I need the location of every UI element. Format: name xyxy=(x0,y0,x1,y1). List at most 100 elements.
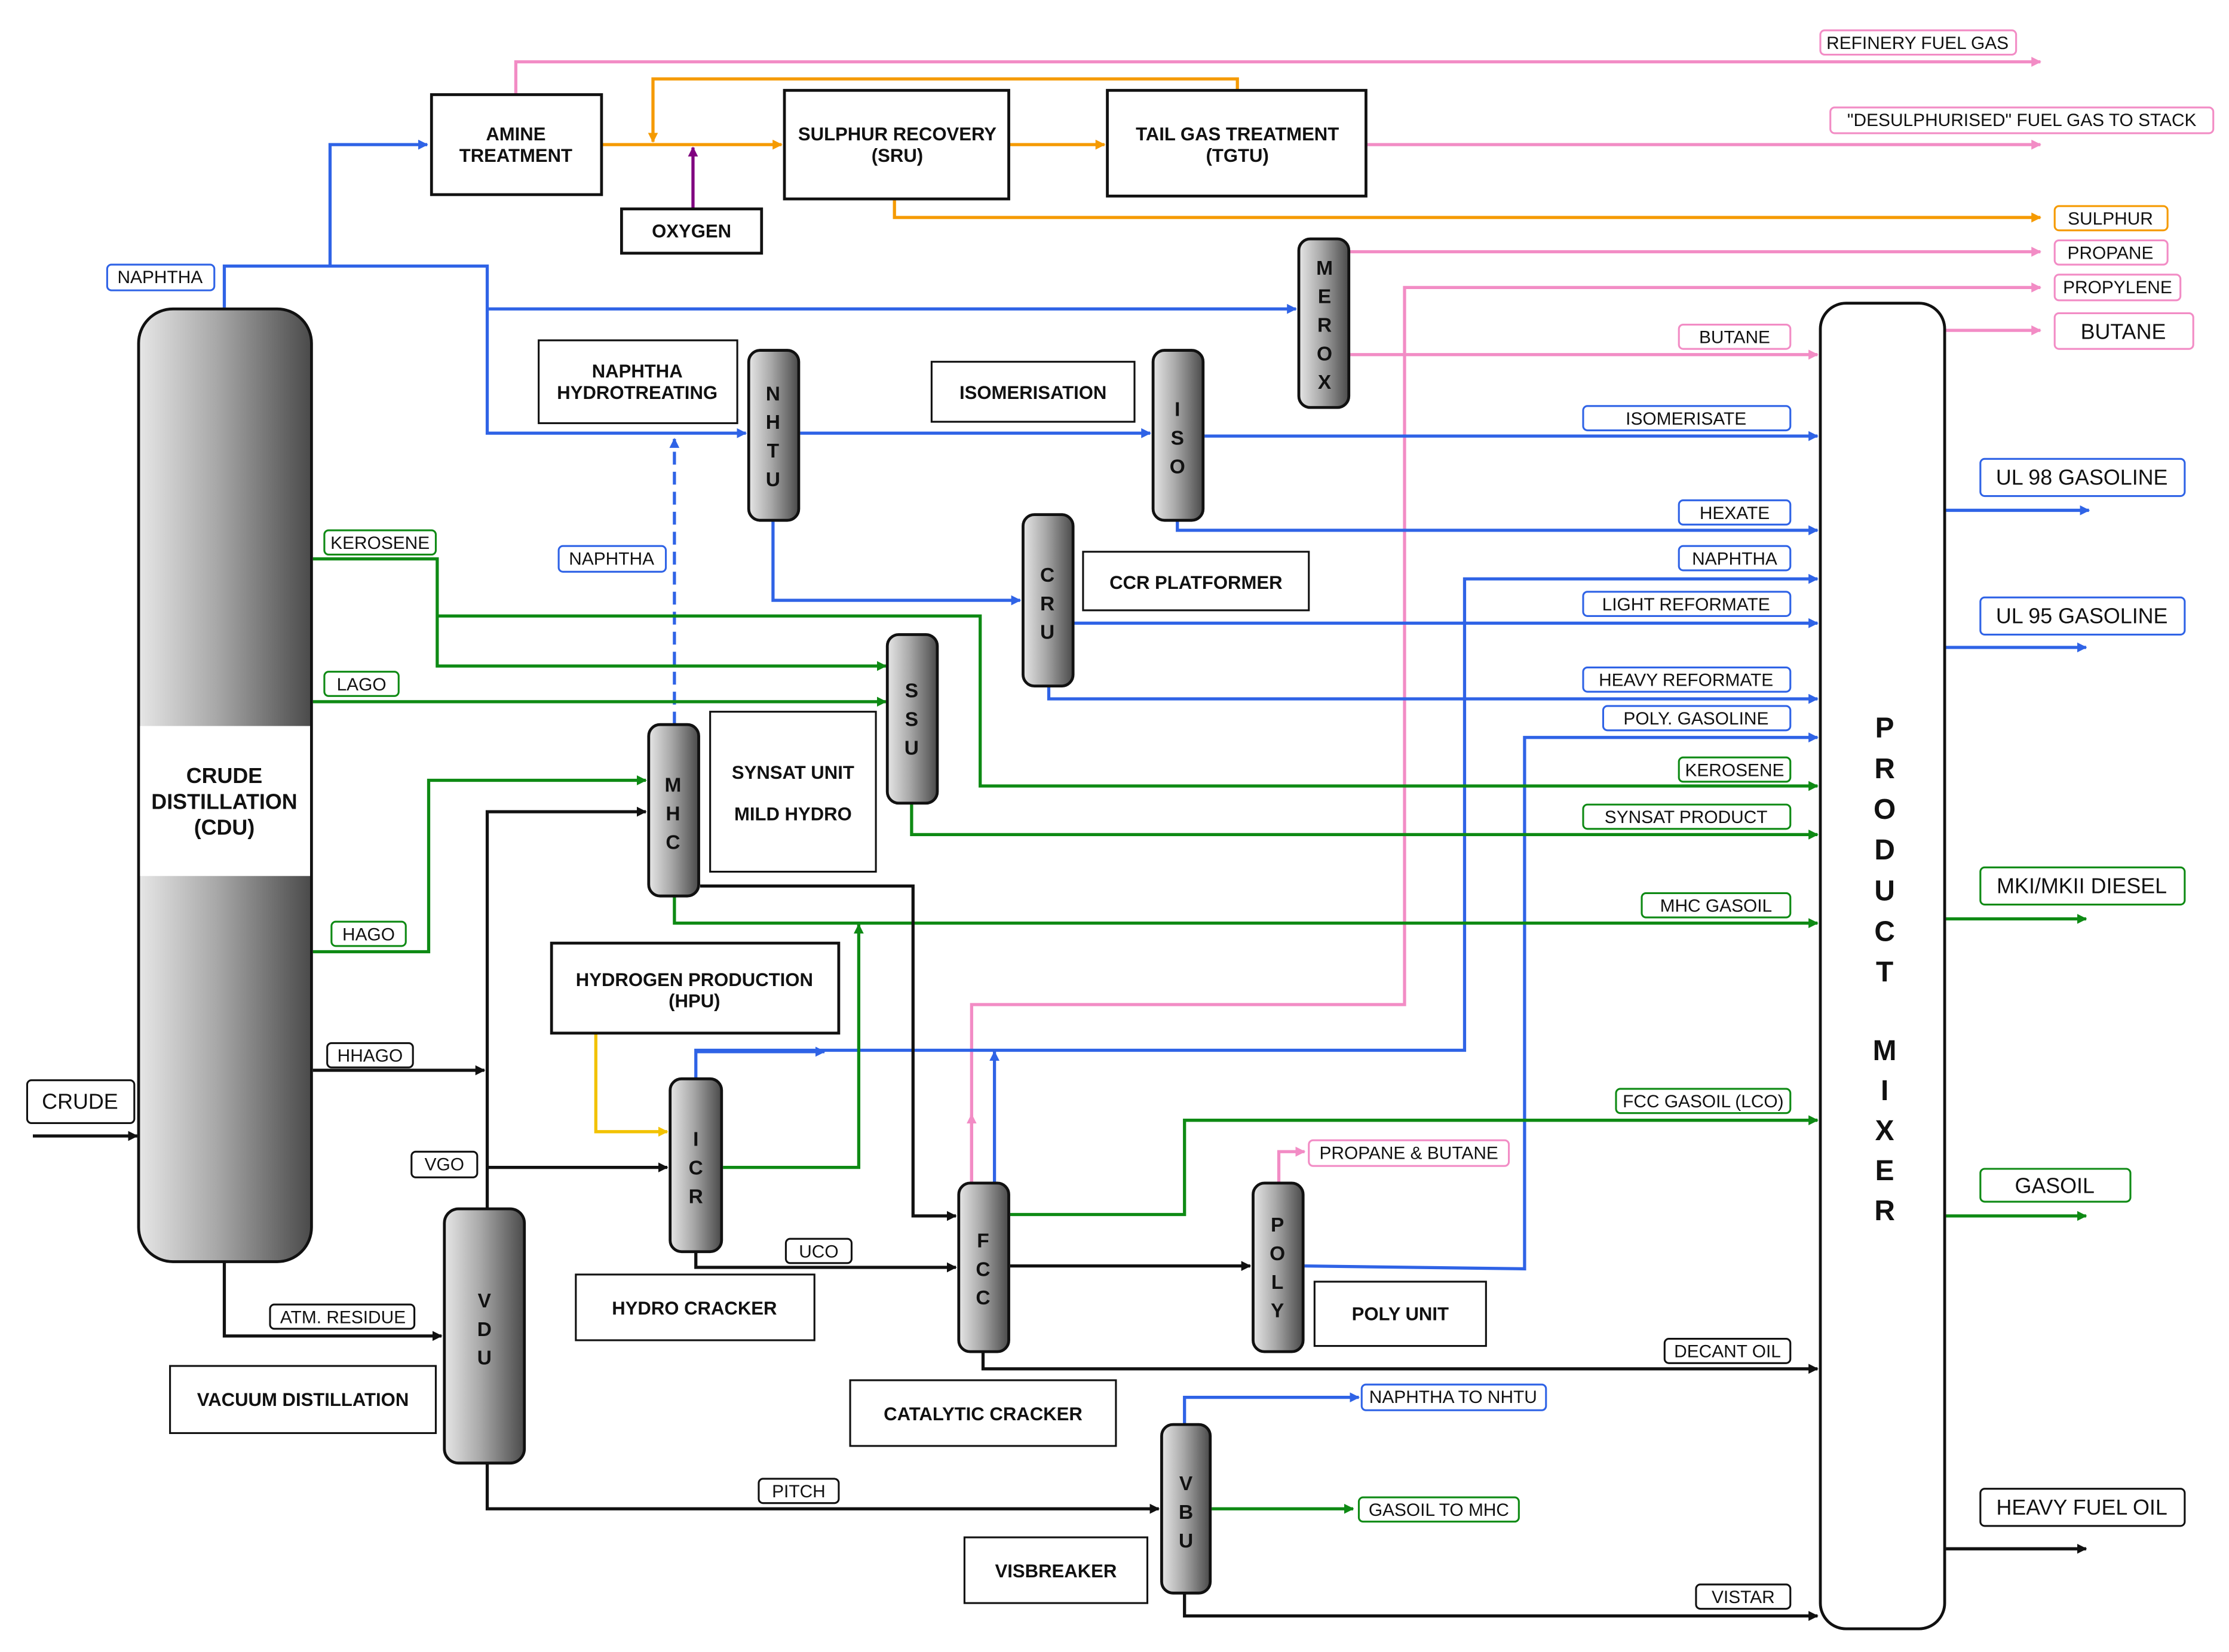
naphtha-top-line xyxy=(222,264,747,438)
refinery-fuel-gas-line xyxy=(514,57,2041,95)
poly-unit-box: POLY UNIT xyxy=(1313,1281,1487,1347)
sulphur-line xyxy=(893,200,2041,223)
synsat-label-2: MILD HYDRO xyxy=(734,803,852,824)
propylene-tag-text: PROPYLENE xyxy=(2063,278,2172,297)
hydro-cracker-label: HYDRO CRACKER xyxy=(612,1298,777,1319)
light-reformate-tag: LIGHT REFORMATE xyxy=(1582,591,1792,617)
hfo-tag-text: HEAVY FUEL OIL xyxy=(1996,1496,2167,1519)
icr-gasoil-line xyxy=(723,923,864,1169)
synsat-label-1: SYNSAT UNIT xyxy=(732,762,854,783)
lago-tag-text: LAGO xyxy=(337,675,387,695)
desulph-gas-tag: "DESULPHURISED" FUEL GAS TO STACK xyxy=(1829,106,2215,134)
kerosene-mixer-tag: KEROSENE xyxy=(1678,756,1792,783)
kerosene-left-tag: KEROSENE xyxy=(323,529,437,556)
propylene-line xyxy=(970,282,2041,1183)
vdu-to-mhc-line xyxy=(485,806,647,1209)
hago-line xyxy=(312,775,647,954)
amine-label-1: AMINE xyxy=(486,124,545,145)
catalytic-cracker-label: CATALYTIC CRACKER xyxy=(884,1404,1083,1424)
atm-residue-tag-text: ATM. RESIDUE xyxy=(280,1307,406,1327)
vacuum-distillation-label: VACUUM DISTILLATION xyxy=(197,1389,409,1410)
heavy-reformate-tag-text: HEAVY REFORMATE xyxy=(1599,671,1773,690)
vgo-tag: VGO xyxy=(410,1150,479,1178)
kerosene-left-tag-text: KEROSENE xyxy=(330,533,430,553)
oxygen-box: OXYGEN xyxy=(620,207,764,255)
sulphur-tag: SULPHUR xyxy=(2053,205,2169,232)
fcc-gasoil-tag: FCC GASOIL (LCO) xyxy=(1615,1088,1792,1114)
hpu-label-1: HYDROGEN PRODUCTION xyxy=(576,969,813,990)
gasoil-to-mhc-tag: GASOIL TO MHC xyxy=(1357,1496,1520,1523)
kerosene-mixer-tag-text: KEROSENE xyxy=(1685,760,1784,780)
kerosene-mixer-line xyxy=(437,614,1819,791)
isomerisate-tag: ISOMERISATE xyxy=(1582,405,1792,432)
synsat-product-tag: SYNSAT PRODUCT xyxy=(1582,803,1792,830)
naphtha-mid-tag-text: NAPHTHA xyxy=(569,549,654,569)
visbreaker-label: VISBREAKER xyxy=(995,1561,1117,1582)
poly-gasoline-line xyxy=(1304,732,1819,1271)
ul98-tag: UL 98 GASOLINE xyxy=(1979,457,2186,498)
isomerisate-tag-text: ISOMERISATE xyxy=(1626,409,1746,429)
naphtha-mixer-tag: NAPHTHA xyxy=(1678,545,1792,572)
naphtha-to-amine-line xyxy=(328,139,428,266)
catalytic-cracker-box: CATALYTIC CRACKER xyxy=(849,1379,1117,1447)
mhc-gasoil-tag-text: MHC GASOIL xyxy=(1660,896,1773,916)
poly-gasoline-tag: POLY. GASOLINE xyxy=(1602,705,1792,732)
sulphur-tag-text: SULPHUR xyxy=(2068,209,2153,229)
ccr-label: CCR PLATFORMER xyxy=(1109,572,1282,593)
propane-butane-tag-text: PROPANE & BUTANE xyxy=(1319,1143,1498,1163)
mhc-gasoil-line xyxy=(673,896,1819,929)
gasoil-to-mhc-tag-text: GASOIL TO MHC xyxy=(1369,1500,1509,1520)
ccr-platformer-box: CCR PLATFORMER xyxy=(1082,551,1310,612)
synsat-product-line xyxy=(910,803,1819,840)
hexate-line xyxy=(1176,520,1819,536)
fcc-gasoil-line xyxy=(1010,1115,1819,1217)
pitch-tag: PITCH xyxy=(758,1478,840,1504)
pitch-tag-text: PITCH xyxy=(772,1482,826,1501)
naphtha-to-nhtu-line xyxy=(1183,1392,1360,1425)
tgtu-box: TAIL GAS TREATMENT (TGTU) xyxy=(1106,88,1368,198)
uco-tag-text: UCO xyxy=(799,1242,838,1261)
isomerisation-box: ISOMERISATION xyxy=(930,361,1136,423)
vistar-tag: VISTAR xyxy=(1695,1583,1792,1610)
cdu-label-2: DISTILLATION xyxy=(151,790,297,813)
cdu-label-1: CRUDE xyxy=(186,764,263,788)
vacuum-distillation-box: VACUUM DISTILLATION xyxy=(169,1365,437,1435)
tgtu-label-2: (TGTU) xyxy=(1206,145,1269,166)
light-reformate-tag-text: LIGHT REFORMATE xyxy=(1602,595,1770,615)
diesel-tag: MKI/MKII DIESEL xyxy=(1979,866,2186,906)
naphtha-top-tag: NAPHTHA xyxy=(106,263,216,291)
amine-label-2: TREATMENT xyxy=(459,145,572,166)
naphtha-top-tag-text: NAPHTHA xyxy=(117,268,203,287)
decant-oil-tag-text: DECANT OIL xyxy=(1674,1342,1781,1362)
butane-out-tag: BUTANE xyxy=(2053,312,2194,350)
fcc-gasoil-tag-text: FCC GASOIL (LCO) xyxy=(1623,1092,1783,1111)
cdu-column: CRUDE DISTILLATION (CDU) xyxy=(137,307,313,1263)
hhago-tag-text: HHAGO xyxy=(338,1046,403,1066)
propane-butane-tag: PROPANE & BUTANE xyxy=(1308,1139,1510,1167)
propane-tag: PROPANE xyxy=(2053,239,2169,266)
poly-unit-label: POLY UNIT xyxy=(1352,1304,1449,1325)
tgtu-recycle-line xyxy=(648,77,1239,143)
hydrogen-line xyxy=(594,1033,669,1137)
naphtha-to-nhtu-tag-text: NAPHTHA TO NHTU xyxy=(1369,1387,1537,1407)
nht-label-2: HYDROTREATING xyxy=(557,382,718,403)
butane-mixer-tag-text: BUTANE xyxy=(1699,328,1770,348)
propylene-tag: PROPYLENE xyxy=(2053,274,2182,302)
pitch-line xyxy=(485,1463,1160,1514)
ul95-tag: UL 95 GASOLINE xyxy=(1979,596,2186,636)
crude-tag: CRUDE xyxy=(26,1079,136,1125)
hydro-cracker-box: HYDRO CRACKER xyxy=(575,1273,815,1341)
